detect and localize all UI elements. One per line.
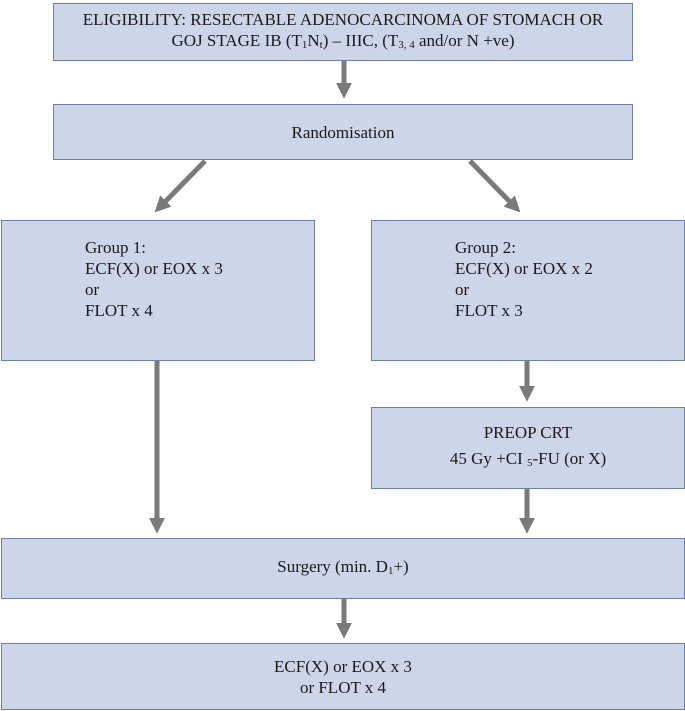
preop-crt-title: PREOP CRT (483, 423, 573, 442)
group1-box: Group 1: ECF(X) or EOX x 3 or FLOT x 4 (1, 220, 315, 361)
group2-box: Group 2: ECF(X) or EOX x 2 or FLOT x 3 (371, 220, 685, 361)
arrow-randomisation-to-group2 (468, 159, 521, 213)
eligibility-line-1: ELIGIBILITY: RESECTABLE ADENOCARCINOMA O… (82, 9, 604, 29)
group1-title: Group 1: (85, 238, 146, 257)
surgery-box: Surgery (min. D1+) (1, 538, 685, 599)
group2-regimen-a: ECF(X) or EOX x 2 (455, 259, 593, 278)
randomisation-label: Randomisation (291, 122, 395, 142)
postop-regimen-b: or FLOT x 4 (299, 677, 387, 697)
preop-crt-box: PREOP CRT 45 Gy +CI 5-FU (or X) (371, 407, 685, 489)
group1-regimen-a: ECF(X) or EOX x 3 (85, 259, 223, 278)
group1-or: or (85, 280, 100, 299)
group2-or: or (455, 280, 470, 299)
surgery-label: Surgery (min. D1+) (277, 556, 409, 577)
postop-regimen-a: ECF(X) or EOX x 3 (274, 656, 412, 676)
randomisation-box: Randomisation (53, 104, 633, 160)
eligibility-box: ELIGIBILITY: RESECTABLE ADENOCARCINOMA O… (53, 3, 633, 61)
postop-chemo-box: ECF(X) or EOX x 3 or FLOT x 4 (1, 643, 685, 710)
group1-regimen-b: FLOT x 4 (85, 301, 153, 320)
group2-regimen-b: FLOT x 3 (455, 301, 523, 320)
group2-title: Group 2: (455, 238, 516, 257)
eligibility-line-2: GOJ STAGE IB (T1Nt) – IIIC, (T3, 4 and/o… (171, 30, 515, 51)
arrow-randomisation-to-group1 (154, 159, 207, 213)
preop-crt-regimen: 45 Gy +CI 5-FU (or X) (449, 449, 607, 469)
